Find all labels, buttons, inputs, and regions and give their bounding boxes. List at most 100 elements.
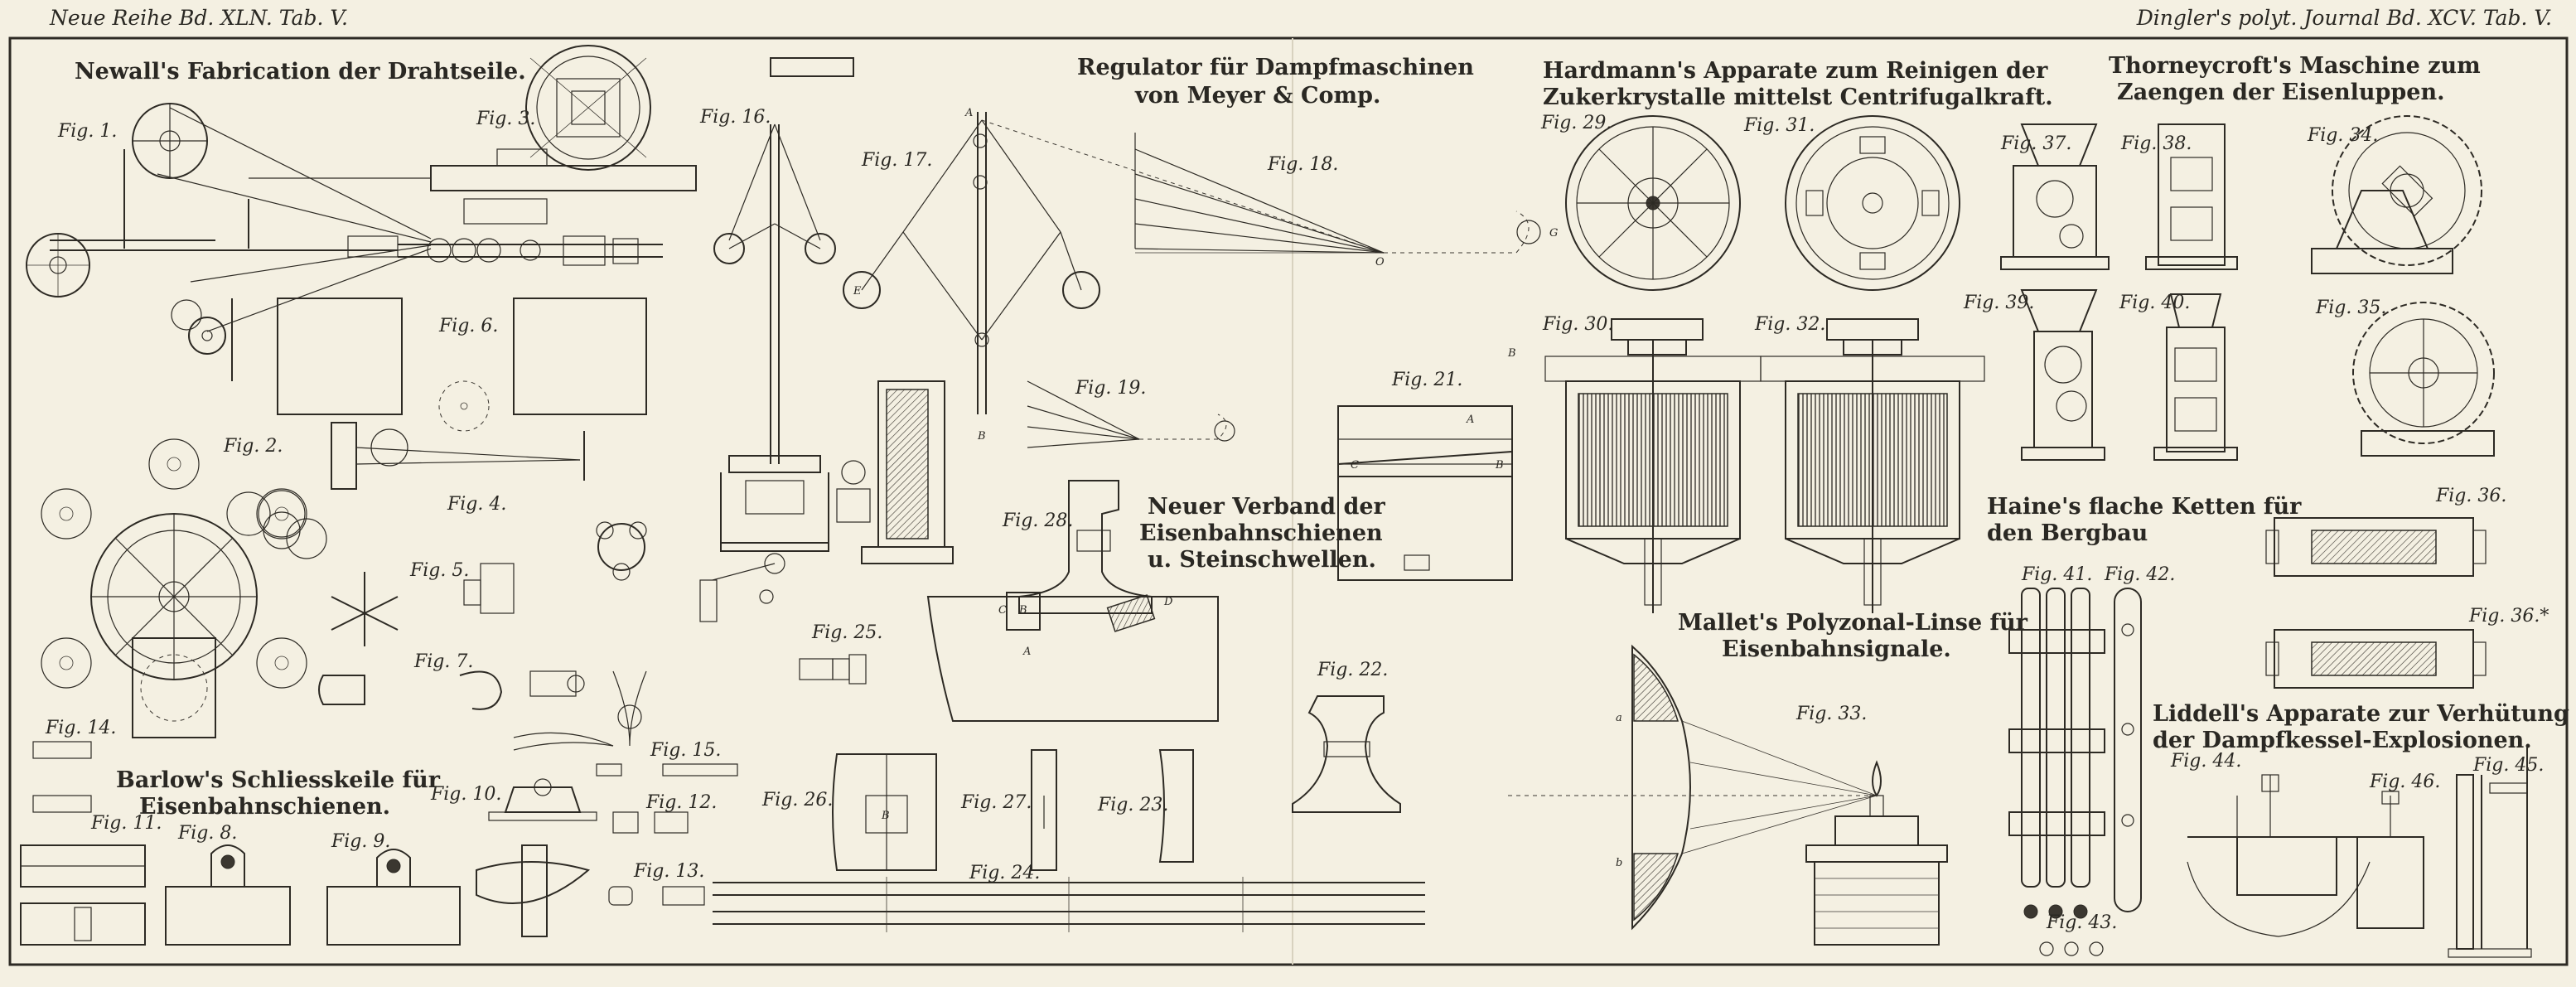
fig-19-label: Fig. 19. xyxy=(1075,378,1146,399)
fig-6-disc xyxy=(438,380,490,432)
title-regulator-line-2: von Meyer & Comp. xyxy=(1134,83,1380,109)
fig-4-label: Fig. 4. xyxy=(447,494,506,515)
fig-35-gear-side xyxy=(2352,302,2495,457)
title-thorneycroft-line-1: Thorneycroft's Maschine zum xyxy=(2109,53,2481,79)
fig-22-label: Fig. 22. xyxy=(1317,660,1388,680)
fig-29-label: Fig. 29. xyxy=(1540,113,1612,133)
fig-21-letter-c: C xyxy=(1351,459,1359,472)
fig-1-rope-machine xyxy=(26,103,432,355)
fig-2-stranding-wheel xyxy=(41,438,307,738)
fig-30-centrifuge-section xyxy=(1544,318,1762,613)
fig-34-gear-elevation xyxy=(2311,115,2482,274)
fig-28-rail-section xyxy=(926,480,1219,722)
fig-33-polyzonal-lens xyxy=(1508,644,1948,946)
fig-23-rail-end xyxy=(1158,749,1194,863)
fig-33-letter-a: a xyxy=(1616,712,1622,724)
fig-17-letter-e: E xyxy=(853,285,862,298)
fig-21-letter-a: A xyxy=(1466,414,1474,426)
fig-42-chain-link xyxy=(2114,588,2142,912)
fig-27-sleeper-side xyxy=(1031,749,1057,871)
title-hardmann-line-1: Hardmann's Apparate zum Reinigen der xyxy=(1543,58,2048,84)
fig-22-rail-profile xyxy=(1292,695,1401,813)
fig-7-label: Fig. 7. xyxy=(413,651,473,672)
fig-38-squeezer-front xyxy=(2145,123,2238,270)
fig-27-label: Fig. 27. xyxy=(960,792,1032,813)
fig-45-gauge xyxy=(2448,746,2532,958)
fig-41-flat-chain xyxy=(2008,588,2105,919)
fig-46-boiler-apparatus xyxy=(2356,791,2424,929)
fig-18-letter-g: G xyxy=(1549,227,1558,239)
fig-2-label: Fig. 2. xyxy=(223,436,283,457)
title-liddell-line-2: der Dampfkessel-Explosionen. xyxy=(2153,728,2532,753)
fig-28-letter-d: D xyxy=(1163,596,1173,608)
plate-border xyxy=(8,36,2569,966)
fig-18-force-lines xyxy=(1134,133,1541,254)
fig-14-label: Fig. 14. xyxy=(45,718,116,738)
fig-31-centrifuge-plan xyxy=(1785,115,1960,291)
fig-28-letter-b: B xyxy=(1018,604,1027,617)
plate-header-left: Neue Reihe Bd. XLN. Tab. V. xyxy=(49,6,348,30)
fig-43-label: Fig. 43. xyxy=(2046,912,2117,933)
fig-26-letter-b: B xyxy=(881,810,890,822)
fig-38-label: Fig. 38. xyxy=(2120,133,2192,154)
fig-8-label: Fig. 8. xyxy=(177,823,237,844)
fig-44-label: Fig. 44. xyxy=(2170,751,2241,772)
fig-6-label: Fig. 6. xyxy=(438,316,498,336)
fig-5-label: Fig. 5. xyxy=(409,560,469,581)
fig-43-pins xyxy=(2039,941,2104,956)
fig-28-letter-a: A xyxy=(1022,646,1031,658)
fig-11-label: Fig. 11. xyxy=(90,813,162,834)
fig-16-label: Fig. 16. xyxy=(699,107,771,128)
fig-26-label: Fig. 26. xyxy=(761,790,833,810)
fig-21-sleeper-plan xyxy=(1337,405,1513,581)
fig-9-label: Fig. 9. xyxy=(331,831,390,852)
fig-21-label: Fig. 21. xyxy=(1391,370,1462,390)
fig-21-letter-b: B xyxy=(1495,459,1504,472)
fig-36x-plan xyxy=(2265,629,2487,689)
fig-34-label: Fig. 34. xyxy=(2307,125,2378,146)
fig-32-centrifuge-section xyxy=(1760,318,1985,613)
title-mallet-line-1: Mallet's Polyzonal-Linse für xyxy=(1678,610,2028,636)
title-verband-line-3: u. Steinschwellen. xyxy=(1148,547,1376,573)
fig-29-centrifuge-plan xyxy=(1565,115,1741,291)
fig-10-chair-elevation xyxy=(476,778,597,937)
fig-13-label: Fig. 13. xyxy=(633,861,704,882)
fig-15-label: Fig. 15. xyxy=(650,740,721,761)
fig-33-label: Fig. 33. xyxy=(1795,704,1867,724)
title-barlow-line-1: Barlow's Schliesskeile für xyxy=(116,767,441,793)
fig-7-clamp xyxy=(318,670,647,747)
fig-13-key xyxy=(608,886,705,906)
title-newall: Newall's Fabrication der Drahtseile. xyxy=(75,59,526,85)
title-haines-line-1: Haine's flache Ketten für xyxy=(1987,494,2302,520)
fig-25-block xyxy=(799,654,867,685)
fig-8-rail-chair xyxy=(165,844,291,946)
fig-12-label: Fig. 12. xyxy=(645,792,717,813)
fig-45-label: Fig. 45. xyxy=(2472,755,2544,776)
fig-14-wedge xyxy=(32,741,92,813)
fig-23-label: Fig. 23. xyxy=(1097,795,1168,815)
fig-40-label: Fig. 40. xyxy=(2119,293,2190,313)
fig-19-force-lines xyxy=(1027,380,1235,448)
fig-18-letter-o: O xyxy=(1375,256,1385,269)
fig-1-label: Fig. 1. xyxy=(57,121,117,142)
fig-35-label: Fig. 35. xyxy=(2315,298,2386,318)
fig-11-rail-joint xyxy=(20,844,146,946)
fig-17-label: Fig. 17. xyxy=(861,150,932,171)
title-hardmann-line-2: Zukerkrystalle mittelst Centrifugalkraft… xyxy=(1543,85,2053,110)
fig-30-label: Fig. 30. xyxy=(1542,314,1613,335)
fig-46-label: Fig. 46. xyxy=(2369,772,2440,792)
fig-32-label: Fig. 32. xyxy=(1754,314,1825,335)
fig-24-label: Fig. 24. xyxy=(969,863,1040,883)
fig-36-plan xyxy=(2265,517,2487,577)
fig-25-label: Fig. 25. xyxy=(811,622,882,643)
fig-28-letter-c: C xyxy=(998,604,1007,617)
title-liddell-line-1: Liddell's Apparate zur Verhütung xyxy=(2153,701,2569,727)
fig-26-sleeper xyxy=(832,753,937,871)
fig-18-letter-b: B xyxy=(1507,347,1516,360)
fig-39-label: Fig. 39. xyxy=(1963,293,2034,313)
title-barlow-line-2: Eisenbahnschienen. xyxy=(139,794,390,820)
fig-42-label: Fig. 42. xyxy=(2104,564,2175,585)
fig-16-governor xyxy=(699,57,854,622)
